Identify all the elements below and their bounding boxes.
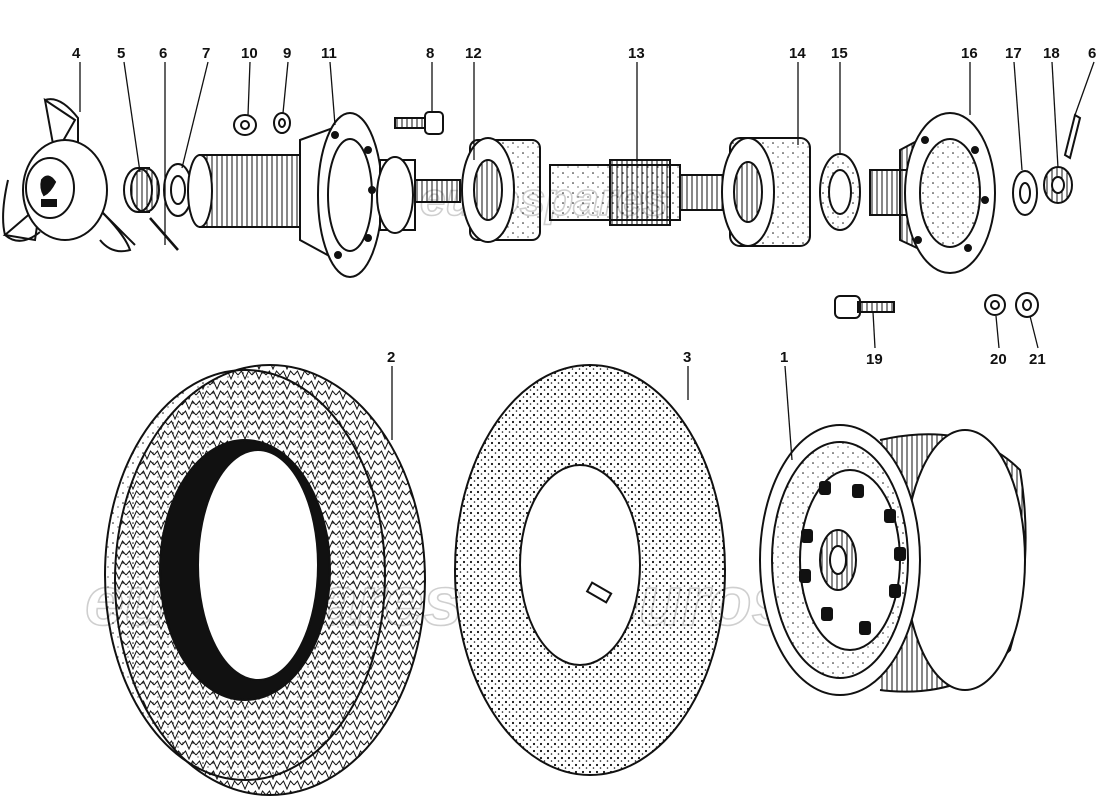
callout-9: 9: [283, 45, 291, 62]
lock-washer: [984, 294, 1006, 316]
retaining-ring: [163, 163, 193, 217]
callout-21: 21: [1029, 351, 1046, 368]
wheel-bolt: [834, 295, 895, 319]
rear-hub-flange: [869, 112, 996, 274]
thrust-washer: [1012, 170, 1038, 216]
callout-4: 4: [72, 45, 81, 62]
outer-bearing: [721, 137, 811, 247]
split-pin-right: [1063, 113, 1082, 160]
callout-3: 3: [683, 349, 691, 366]
inner-tube: [454, 364, 726, 776]
small-washer: [273, 112, 291, 134]
callout-15: 15: [831, 45, 848, 62]
knock-off-spinner: [2, 97, 136, 253]
oil-seal: [819, 153, 861, 231]
tyre: [104, 364, 426, 796]
callout-5: 5: [117, 45, 125, 62]
callout-labels: 4 5 6 7 10 9 11 8 12 13 14 15 16 17 18 6…: [72, 45, 1096, 368]
castle-nut: [1043, 166, 1073, 204]
wheel-rim: [759, 424, 1027, 696]
leader-lines: [79, 61, 1095, 461]
inner-bearing: [461, 137, 541, 243]
callout-16: 16: [961, 45, 978, 62]
wheel-nut: [1015, 292, 1039, 318]
callout-8: 8: [426, 45, 434, 62]
callout-11: 11: [321, 45, 337, 62]
callout-19: 19: [866, 351, 883, 368]
stub-shaft: [414, 179, 461, 203]
callout-2: 2: [387, 349, 395, 366]
hub-bolt: [394, 111, 444, 135]
callout-14: 14: [789, 45, 806, 62]
callout-6: 6: [159, 45, 167, 62]
splined-hub: [187, 112, 416, 278]
callout-20: 20: [990, 351, 1007, 368]
callout-7: 7: [202, 45, 210, 62]
small-nut: [233, 114, 257, 136]
split-pin-left: [149, 217, 179, 251]
callout-18: 18: [1043, 45, 1060, 62]
callout-17: 17: [1005, 45, 1022, 62]
axle-shaft: [549, 159, 741, 226]
callout-6-right: 6: [1088, 45, 1096, 62]
hub-nut: [123, 167, 160, 213]
callout-1: 1: [780, 349, 788, 366]
hub-assembly: [2, 97, 1082, 319]
callout-10: 10: [241, 45, 258, 62]
tube-valve: [585, 581, 613, 604]
callout-12: 12: [465, 45, 482, 62]
callout-13: 13: [628, 45, 645, 62]
